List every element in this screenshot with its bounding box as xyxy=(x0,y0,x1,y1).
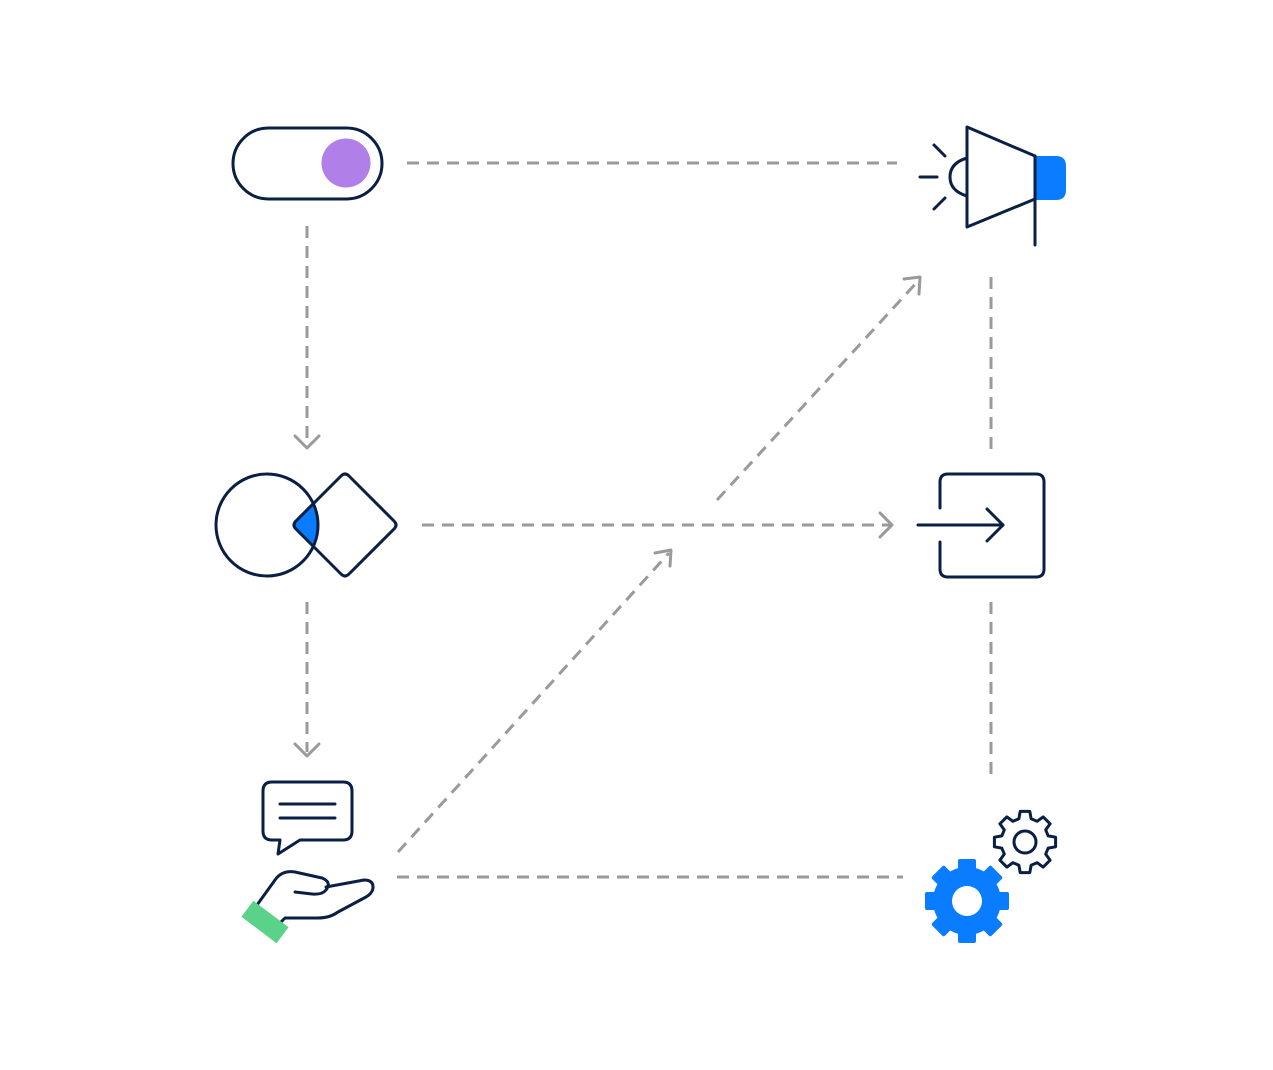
merge-diamond xyxy=(292,472,398,578)
arrowhead-diagonal-to-announce xyxy=(902,275,922,296)
gears-icon xyxy=(925,809,1058,943)
large-gear xyxy=(925,859,1009,943)
small-gear-outline xyxy=(992,809,1058,875)
merge-circle xyxy=(214,472,320,578)
hand-cuff xyxy=(241,900,289,944)
speech-bubble xyxy=(261,780,354,856)
connectors xyxy=(293,161,993,879)
toggle-switch-icon xyxy=(231,126,384,201)
connector-feedback-midpoint xyxy=(396,551,671,854)
arrowhead-down-to-merge xyxy=(293,434,321,450)
megaphone-cone xyxy=(965,125,1037,229)
megaphone-icon xyxy=(918,125,1066,247)
megaphone-mouth xyxy=(948,156,969,198)
sign-in-frame xyxy=(938,472,1046,579)
sound-ray-bottom xyxy=(932,196,947,211)
arrowhead-down-to-feedback xyxy=(293,742,321,758)
arrowhead-diagonal-to-midpoint xyxy=(653,548,673,568)
overlap-highlight xyxy=(292,502,319,548)
hand-with-speech-bubble-icon xyxy=(241,780,375,944)
open-hand xyxy=(250,870,375,930)
circle-diamond-overlap-icon xyxy=(214,472,398,578)
toggle-track xyxy=(231,126,384,201)
arrowhead-right-to-signin xyxy=(878,511,894,539)
connector-midpoint-announce xyxy=(715,278,921,502)
small-gear-hole xyxy=(1012,829,1038,855)
small-gear xyxy=(992,809,1058,875)
toggle-knob xyxy=(321,138,371,188)
sign-in-arrow-head xyxy=(985,507,1005,543)
megaphone-bell-highlight xyxy=(1036,156,1066,200)
sound-ray-top xyxy=(932,143,947,158)
large-gear-hole xyxy=(952,886,982,916)
sign-in-icon xyxy=(916,472,1046,579)
